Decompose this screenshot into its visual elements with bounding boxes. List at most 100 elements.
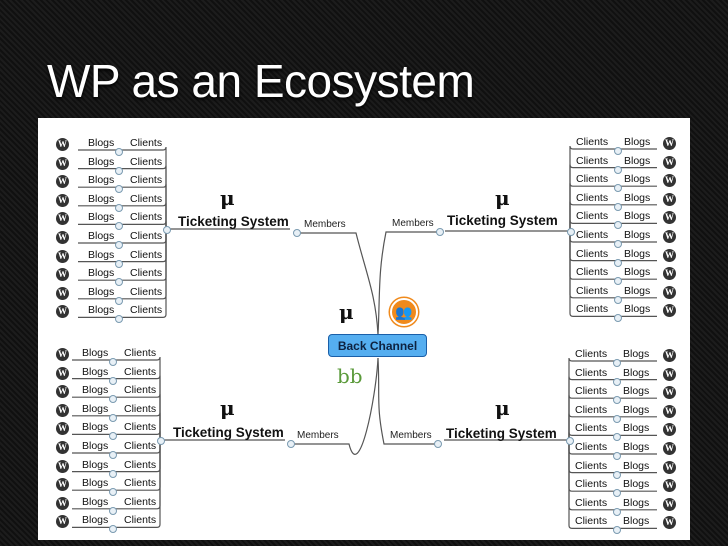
collapse-node-icon[interactable] bbox=[115, 185, 123, 194]
collapse-node-icon[interactable] bbox=[613, 414, 621, 423]
clients-label[interactable]: Clients bbox=[124, 514, 157, 527]
clients-label[interactable]: Clients bbox=[124, 440, 157, 452]
collapse-node-icon[interactable] bbox=[115, 315, 123, 324]
blogs-label[interactable]: Blogs bbox=[623, 478, 650, 491]
clients-label[interactable]: Clients bbox=[130, 267, 163, 280]
blogs-label[interactable]: Blogs bbox=[82, 514, 109, 527]
clients-label[interactable]: Clients bbox=[575, 515, 608, 528]
ticketing-system-node[interactable]: Ticketing System bbox=[178, 214, 289, 229]
collapse-node-icon[interactable] bbox=[109, 395, 117, 404]
collapse-node-icon[interactable] bbox=[613, 526, 621, 535]
clients-label[interactable]: Clients bbox=[576, 229, 609, 241]
collapse-node-icon[interactable] bbox=[109, 376, 117, 385]
collapse-node-icon[interactable] bbox=[109, 432, 117, 441]
clients-label[interactable]: Clients bbox=[130, 192, 163, 205]
collapse-node-icon[interactable] bbox=[436, 228, 444, 236]
collapse-node-icon[interactable] bbox=[613, 507, 621, 516]
collapse-node-icon[interactable] bbox=[614, 258, 622, 267]
blogs-label[interactable]: Blogs bbox=[88, 137, 115, 149]
clients-label[interactable]: Clients bbox=[575, 422, 608, 435]
collapse-node-icon[interactable] bbox=[614, 295, 622, 304]
back-channel-node[interactable]: Back Channel bbox=[328, 334, 427, 357]
clients-label[interactable]: Clients bbox=[576, 303, 609, 316]
clients-label[interactable]: Clients bbox=[575, 459, 608, 472]
clients-label[interactable]: Clients bbox=[124, 347, 157, 359]
collapse-node-icon[interactable] bbox=[109, 469, 117, 478]
blogs-label[interactable]: Blogs bbox=[623, 385, 650, 398]
collapse-node-icon[interactable] bbox=[115, 203, 123, 212]
blogs-label[interactable]: Blogs bbox=[82, 477, 109, 490]
blogs-label[interactable]: Blogs bbox=[623, 348, 650, 360]
clients-label[interactable]: Clients bbox=[130, 285, 163, 298]
collapse-node-icon[interactable] bbox=[434, 440, 442, 448]
blogs-label[interactable]: Blogs bbox=[624, 247, 651, 260]
collapse-node-icon[interactable] bbox=[109, 413, 117, 422]
members-label[interactable]: Members bbox=[392, 218, 434, 229]
collapse-node-icon[interactable] bbox=[614, 184, 622, 193]
collapse-node-icon[interactable] bbox=[115, 278, 123, 287]
blogs-label[interactable]: Blogs bbox=[623, 422, 650, 435]
collapse-node-icon[interactable] bbox=[115, 259, 123, 268]
collapse-node-icon[interactable] bbox=[567, 228, 575, 236]
blogs-label[interactable]: Blogs bbox=[624, 154, 651, 167]
collapse-node-icon[interactable] bbox=[613, 396, 621, 405]
collapse-node-icon[interactable] bbox=[157, 437, 165, 445]
collapse-node-icon[interactable] bbox=[293, 229, 301, 237]
collapse-node-icon[interactable] bbox=[614, 165, 622, 174]
clients-label[interactable]: Clients bbox=[124, 421, 157, 434]
collapse-node-icon[interactable] bbox=[109, 488, 117, 497]
blogs-label[interactable]: Blogs bbox=[623, 515, 650, 528]
blogs-label[interactable]: Blogs bbox=[88, 267, 115, 280]
clients-label[interactable]: Clients bbox=[130, 230, 163, 242]
clients-label[interactable]: Clients bbox=[575, 348, 608, 360]
collapse-node-icon[interactable] bbox=[614, 277, 622, 286]
blogs-label[interactable]: Blogs bbox=[623, 496, 650, 509]
collapse-node-icon[interactable] bbox=[115, 166, 123, 175]
clients-label[interactable]: Clients bbox=[576, 284, 609, 297]
clients-label[interactable]: Clients bbox=[576, 173, 609, 186]
blogs-label[interactable]: Blogs bbox=[624, 136, 651, 148]
blogs-label[interactable]: Blogs bbox=[624, 229, 651, 241]
collapse-node-icon[interactable] bbox=[614, 314, 622, 323]
members-label[interactable]: Members bbox=[304, 219, 346, 230]
clients-label[interactable]: Clients bbox=[575, 441, 608, 453]
clients-label[interactable]: Clients bbox=[576, 136, 609, 148]
collapse-node-icon[interactable] bbox=[115, 241, 123, 249]
clients-label[interactable]: Clients bbox=[575, 403, 608, 416]
clients-label[interactable]: Clients bbox=[576, 154, 609, 167]
blogs-label[interactable]: Blogs bbox=[88, 304, 115, 317]
collapse-node-icon[interactable] bbox=[614, 240, 622, 248]
clients-label[interactable]: Clients bbox=[130, 155, 163, 168]
ticketing-system-node[interactable]: Ticketing System bbox=[447, 213, 558, 228]
ticketing-system-node[interactable]: Ticketing System bbox=[173, 425, 284, 440]
collapse-node-icon[interactable] bbox=[614, 147, 622, 155]
collapse-node-icon[interactable] bbox=[109, 506, 117, 515]
clients-label[interactable]: Clients bbox=[124, 384, 157, 397]
blogs-label[interactable]: Blogs bbox=[88, 285, 115, 298]
clients-label[interactable]: Clients bbox=[130, 137, 163, 149]
blogs-label[interactable]: Blogs bbox=[82, 440, 109, 452]
blogs-label[interactable]: Blogs bbox=[624, 303, 651, 316]
clients-label[interactable]: Clients bbox=[576, 247, 609, 260]
members-label[interactable]: Members bbox=[390, 430, 432, 441]
blogs-label[interactable]: Blogs bbox=[82, 495, 109, 508]
clients-label[interactable]: Clients bbox=[124, 458, 157, 471]
blogs-label[interactable]: Blogs bbox=[88, 230, 115, 242]
blogs-label[interactable]: Blogs bbox=[624, 210, 651, 223]
blogs-label[interactable]: Blogs bbox=[88, 174, 115, 187]
blogs-label[interactable]: Blogs bbox=[82, 384, 109, 397]
blogs-label[interactable]: Blogs bbox=[624, 173, 651, 186]
clients-label[interactable]: Clients bbox=[130, 248, 163, 261]
blogs-label[interactable]: Blogs bbox=[82, 458, 109, 471]
collapse-node-icon[interactable] bbox=[163, 226, 171, 234]
clients-label[interactable]: Clients bbox=[575, 478, 608, 491]
collapse-node-icon[interactable] bbox=[613, 359, 621, 367]
blogs-label[interactable]: Blogs bbox=[88, 248, 115, 261]
clients-label[interactable]: Clients bbox=[124, 495, 157, 508]
blogs-label[interactable]: Blogs bbox=[623, 403, 650, 416]
blogs-label[interactable]: Blogs bbox=[624, 191, 651, 204]
blogs-label[interactable]: Blogs bbox=[88, 211, 115, 224]
blogs-label[interactable]: Blogs bbox=[623, 441, 650, 453]
collapse-node-icon[interactable] bbox=[115, 296, 123, 305]
blogs-label[interactable]: Blogs bbox=[624, 266, 651, 279]
